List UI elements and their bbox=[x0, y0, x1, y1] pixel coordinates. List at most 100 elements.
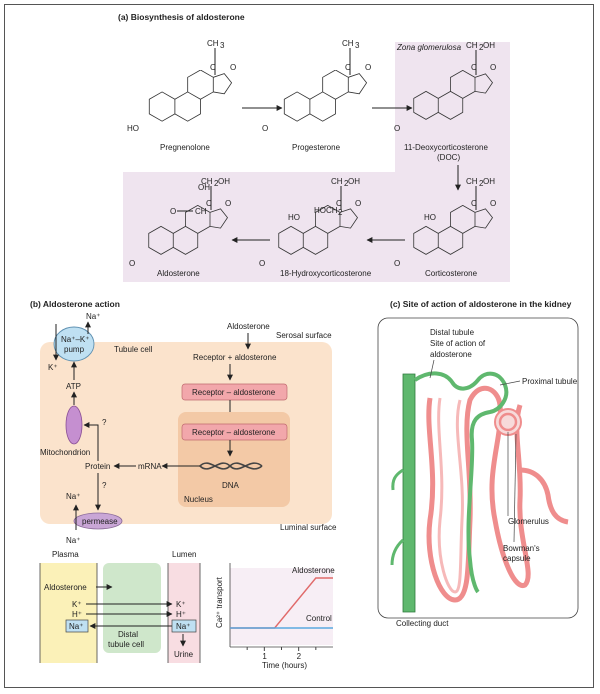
svg-text:O: O bbox=[394, 259, 400, 268]
transport-na-left: Na⁺ bbox=[69, 622, 83, 631]
svg-text:C: C bbox=[206, 199, 212, 208]
svg-text:3: 3 bbox=[220, 41, 225, 50]
svg-text:O: O bbox=[129, 259, 135, 268]
svg-text:HO: HO bbox=[424, 213, 436, 222]
chart-x-label: Time (hours) bbox=[262, 661, 307, 670]
pump-label-line2: pump bbox=[64, 345, 85, 354]
na-k-pump bbox=[53, 326, 95, 362]
svg-text:CH: CH bbox=[331, 177, 343, 186]
svg-text:O: O bbox=[355, 199, 361, 208]
progesterone-structure: CH 3 C O O bbox=[262, 39, 371, 133]
permease-na-lumen-label: Na⁺ bbox=[66, 536, 80, 545]
receptor-complex-nuclear-label: Receptor – aldosterone bbox=[192, 428, 276, 437]
svg-text:OH: OH bbox=[348, 177, 360, 186]
permease-na-inside-label: Na⁺ bbox=[66, 492, 80, 501]
svg-text:O: O bbox=[259, 259, 265, 268]
x-tick-label-2: 2 bbox=[297, 652, 302, 661]
corticosterone-label: Corticosterone bbox=[425, 269, 478, 278]
svg-text:O: O bbox=[490, 63, 496, 72]
glomerulus bbox=[498, 412, 518, 432]
svg-text:CH: CH bbox=[201, 177, 213, 186]
transport-cell-label-2: tubule cell bbox=[108, 640, 144, 649]
transport-h-left: H⁺ bbox=[72, 610, 82, 619]
luminal-surface-label: Luminal surface bbox=[280, 523, 337, 532]
corticosterone-structure: CH 2 OH C O HO O bbox=[394, 177, 496, 268]
receptor-complex-box bbox=[181, 383, 288, 401]
dna-label: DNA bbox=[222, 481, 240, 490]
transport-cell-label-1: Distal bbox=[118, 630, 138, 639]
svg-text:3: 3 bbox=[355, 41, 360, 50]
18-hydroxycorticosterone-label: 18-Hydroxycorticosterone bbox=[280, 269, 372, 278]
panel-b-title: (b) Aldosterone action bbox=[30, 299, 120, 309]
panel-c-title: (c) Site of action of aldosterone in the… bbox=[390, 299, 572, 309]
transport-h-right: H⁺ bbox=[176, 610, 186, 619]
doc-abbrev: (DOC) bbox=[437, 153, 460, 162]
transport-na-right: Na⁺ bbox=[176, 622, 190, 631]
svg-text:O: O bbox=[490, 199, 496, 208]
plasma-compartment bbox=[40, 563, 97, 663]
permease-label: permease bbox=[82, 517, 118, 526]
chart-series-aldosterone-label: Aldosterone bbox=[292, 566, 335, 575]
renal-vessel bbox=[519, 467, 569, 525]
svg-text:OH: OH bbox=[218, 177, 230, 186]
mitochondrion-label: Mitochondrion bbox=[40, 448, 90, 457]
glomerulus-label: Glomerulus bbox=[508, 517, 549, 526]
pump-k-in-label: K⁺ bbox=[48, 363, 58, 372]
aldosterone-label: Aldosterone bbox=[157, 269, 200, 278]
svg-text:CH: CH bbox=[466, 177, 478, 186]
collecting-duct bbox=[402, 373, 416, 613]
proximal-tubule-label: Proximal tubule bbox=[522, 377, 578, 386]
svg-text:C: C bbox=[471, 199, 477, 208]
question-mark-permease: ? bbox=[102, 481, 107, 490]
bowmans-capsule-label-1: Bowman's bbox=[503, 544, 540, 553]
svg-text:O: O bbox=[394, 124, 400, 133]
chart-y-label: Ca²⁺ transport bbox=[215, 576, 224, 628]
permease-shape bbox=[73, 512, 123, 530]
atp-label: ATP bbox=[66, 382, 81, 391]
question-mark-mito: ? bbox=[102, 418, 107, 427]
figure-frame bbox=[4, 4, 594, 688]
mitochondrion-shape bbox=[65, 405, 83, 445]
chart-plot-area bbox=[230, 568, 333, 645]
svg-text:HOCH: HOCH bbox=[314, 206, 338, 215]
svg-text:2: 2 bbox=[214, 179, 219, 188]
svg-text:OH: OH bbox=[198, 183, 210, 192]
svg-text:CH: CH bbox=[342, 39, 354, 48]
nephron-loop-outer bbox=[426, 385, 531, 603]
na-box-lumen bbox=[171, 619, 197, 633]
svg-text:2: 2 bbox=[344, 179, 349, 188]
receptor-plus-label: Receptor + aldosterone bbox=[193, 353, 277, 362]
distal-tubule-cell bbox=[103, 563, 161, 653]
svg-text:OH: OH bbox=[483, 177, 495, 186]
dna-helix-strand-b bbox=[199, 462, 263, 470]
svg-text:O: O bbox=[170, 207, 176, 216]
protein-label: Protein bbox=[85, 462, 110, 471]
svg-text:O: O bbox=[262, 124, 268, 133]
doc-label: 11-Deoxycorticosterone bbox=[404, 143, 488, 152]
receptor-complex-label: Receptor – aldosterone bbox=[192, 388, 276, 397]
svg-text:O: O bbox=[365, 63, 371, 72]
distal-tubule-label: Distal tubule bbox=[430, 328, 475, 337]
svg-text:2: 2 bbox=[479, 43, 484, 52]
svg-text:2: 2 bbox=[479, 179, 484, 188]
transport-k-right: K⁺ bbox=[176, 600, 186, 609]
pump-na-out-label: Na⁺ bbox=[86, 312, 100, 321]
zona-glomerulosa-label: Zona glomerulosa bbox=[396, 43, 462, 52]
progesterone-label: Progesterone bbox=[292, 143, 341, 152]
svg-text:C: C bbox=[336, 199, 342, 208]
svg-text:C: C bbox=[345, 63, 351, 72]
aldosterone-input-label: Aldosterone bbox=[227, 322, 270, 331]
svg-text:C: C bbox=[210, 63, 216, 72]
plasma-label: Plasma bbox=[52, 550, 79, 559]
svg-text:CH: CH bbox=[207, 39, 219, 48]
svg-text:O: O bbox=[230, 63, 236, 72]
svg-text:2: 2 bbox=[338, 208, 343, 217]
ca-transport-chart: Ca²⁺ transport Time (hours) Aldosterone … bbox=[215, 563, 335, 670]
svg-text:OH: OH bbox=[483, 41, 495, 50]
panel-a-title: (a) Biosynthesis of aldosterone bbox=[118, 12, 245, 22]
pregnenolone-structure: CH 3 C O HO bbox=[127, 39, 236, 133]
svg-text:C: C bbox=[471, 63, 477, 72]
lumen-label: Lumen bbox=[172, 550, 196, 559]
chart-series-control-label: Control bbox=[306, 614, 332, 623]
18-hydroxycorticosterone-structure: CH 2 OH C O HO HOCH 2 O bbox=[259, 177, 361, 268]
